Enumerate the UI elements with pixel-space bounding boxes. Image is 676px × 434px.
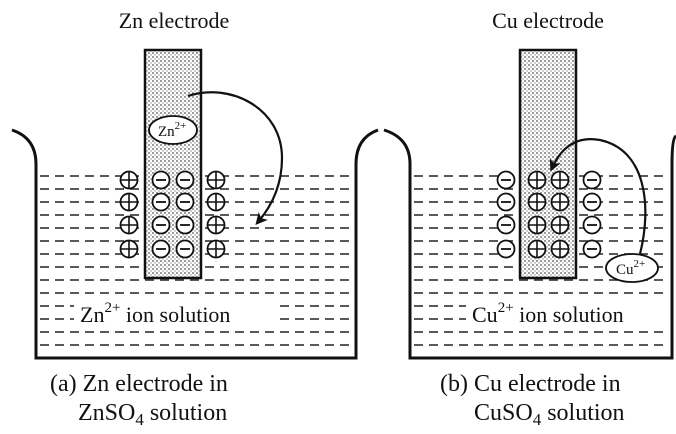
panel-a-zn: Zn electrode Zn2+ Zn2+ ion solution — [11, 8, 379, 360]
positive-ion-icon — [550, 170, 570, 190]
positive-ion-icon — [119, 192, 139, 212]
positive-ion-icon — [119, 239, 139, 259]
beaker-a — [11, 128, 379, 360]
negative-ion-icon — [496, 192, 516, 212]
positive-ion-icon — [527, 215, 547, 235]
negative-ion-icon — [175, 215, 195, 235]
panel-b-cu: Cu electrode Cu2+ Cu2+ ion solution — [383, 8, 676, 360]
negative-ion-icon — [175, 170, 195, 190]
svg-text:Cu2+: Cu2+ — [616, 258, 645, 278]
positive-ion-icon — [527, 170, 547, 190]
caption-a-line2: ZnSO4 solution — [78, 400, 228, 429]
positive-ion-icon — [206, 215, 226, 235]
negative-ion-icon — [496, 239, 516, 259]
cu-ion-arrow — [549, 138, 647, 255]
negative-ion-icon — [151, 170, 171, 190]
caption-a-line1: (a) Zn electrode in — [50, 371, 228, 397]
zn-solution-label: Zn2+ ion solution — [74, 298, 274, 327]
positive-ion-icon — [206, 170, 226, 190]
negative-ion-icon — [151, 239, 171, 259]
negative-ion-icon — [175, 239, 195, 259]
positive-ion-icon — [550, 192, 570, 212]
cu-electrode-label: Cu electrode — [492, 8, 604, 33]
negative-ion-icon — [175, 192, 195, 212]
positive-ion-icon — [550, 215, 570, 235]
positive-ion-icon — [119, 170, 139, 190]
negative-ion-icon — [582, 239, 602, 259]
positive-ion-icon — [206, 192, 226, 212]
cu-ion-bubble: Cu2+ — [605, 253, 659, 283]
svg-text:Cu2+ ion solution: Cu2+ ion solution — [472, 300, 624, 327]
zn-ion-bubble: Zn2+ — [148, 115, 198, 145]
negative-ion-icon — [151, 215, 171, 235]
negative-ion-icon — [582, 170, 602, 190]
negative-ion-icon — [496, 215, 516, 235]
negative-ion-icon — [582, 215, 602, 235]
positive-ion-icon — [206, 239, 226, 259]
caption-b-line2: CuSO4 solution — [474, 400, 625, 429]
zn-electrode-rod — [143, 48, 203, 280]
positive-ion-icon — [527, 192, 547, 212]
beaker-b — [383, 128, 676, 360]
caption-b-line1: (b) Cu electrode in — [440, 371, 621, 397]
zn-ion-arrow — [187, 91, 284, 226]
negative-ion-icon — [151, 192, 171, 212]
positive-ion-icon — [527, 239, 547, 259]
svg-text:Zn2+: Zn2+ — [158, 120, 186, 140]
svg-text:Zn2+ ion solution: Zn2+ ion solution — [80, 300, 230, 327]
positive-ion-icon — [550, 239, 570, 259]
cu-electrode-rod — [518, 48, 578, 280]
negative-ion-icon — [496, 170, 516, 190]
cu-solution-label: Cu2+ ion solution — [466, 298, 666, 327]
negative-ion-icon — [582, 192, 602, 212]
zn-electrode-label: Zn electrode — [119, 8, 230, 33]
positive-ion-icon — [119, 215, 139, 235]
